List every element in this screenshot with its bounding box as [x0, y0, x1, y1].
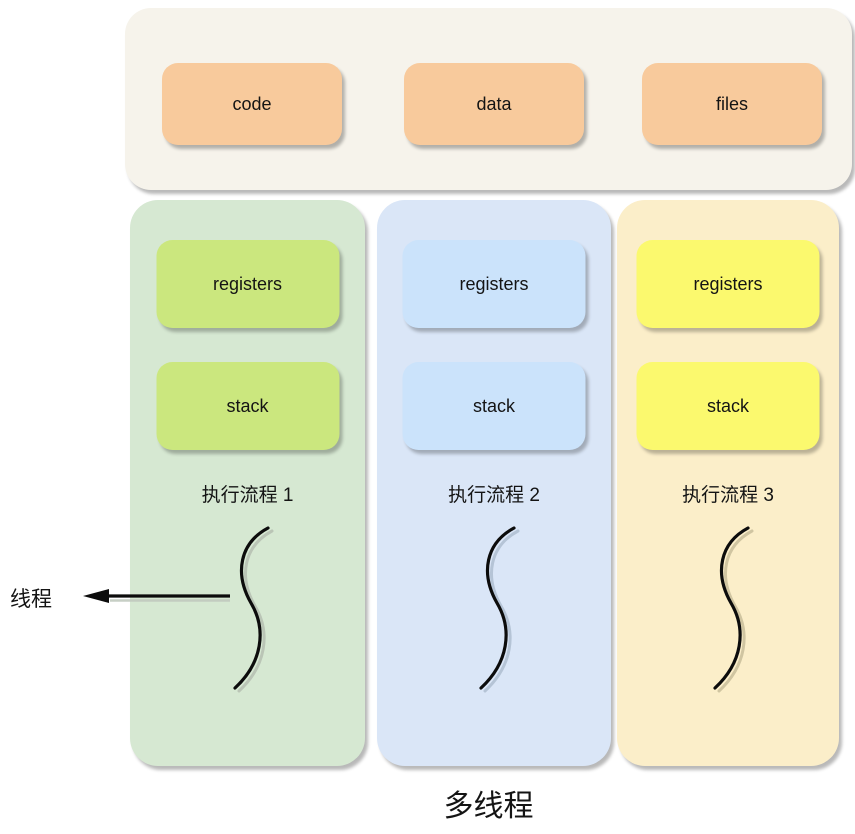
thread-squiggle-icon: [713, 526, 754, 693]
registers-label-2: registers: [459, 273, 529, 294]
thread-arrow-icon: [83, 589, 230, 603]
code-box: code: [162, 63, 342, 145]
process-resources-container: code data files: [125, 8, 852, 190]
thread-column-1: registers stack 执行流程 1: [130, 200, 365, 766]
thread-squiggle-icon: [232, 526, 273, 693]
registers-label-1: registers: [212, 273, 283, 294]
registers-box-1: registers: [156, 240, 339, 328]
stack-box-1: stack: [156, 362, 339, 450]
flow-label-3: 执行流程 3: [682, 485, 774, 506]
stack-box-3: stack: [636, 362, 820, 450]
thread-column-3: registers stack 执行流程 3: [617, 200, 839, 766]
stack-label-1: stack: [226, 395, 269, 416]
stack-label-2: stack: [472, 395, 515, 416]
stack-label-3: stack: [706, 395, 749, 416]
flow-label-2: 执行流程 2: [448, 485, 540, 506]
registers-label-3: registers: [693, 273, 763, 294]
registers-box-2: registers: [402, 240, 586, 328]
thread-pointer-label: 线程: [10, 588, 52, 611]
files-box-label: files: [715, 93, 748, 114]
code-box-label: code: [232, 93, 272, 114]
thread-squiggle-icon: [479, 526, 520, 693]
registers-box-3: registers: [636, 240, 820, 328]
data-box: data: [404, 63, 584, 145]
files-box: files: [642, 63, 822, 145]
data-box-label: data: [476, 93, 512, 114]
thread-column-2: registers stack 执行流程 2: [377, 200, 611, 766]
flow-label-1: 执行流程 1: [201, 485, 294, 506]
stack-box-2: stack: [402, 362, 586, 450]
diagram-caption: 多线程: [443, 790, 534, 823]
